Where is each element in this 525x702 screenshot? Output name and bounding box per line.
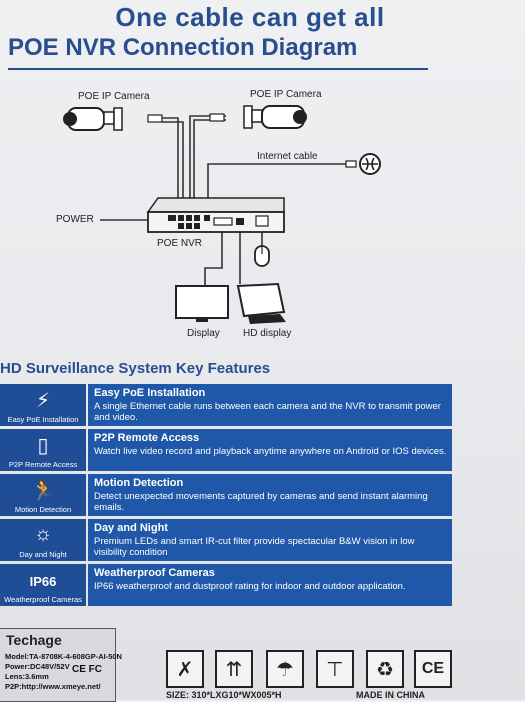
feature-caption: P2P Remote Access <box>8 460 78 469</box>
feature-description-box: Day and Night Premium LEDs and smart IR-… <box>88 519 452 561</box>
feature-description: IP66 weatherproof and dustproof rating f… <box>94 581 406 592</box>
right-camera-label: POE IP Camera <box>250 89 322 100</box>
left-camera-cable-2 <box>162 121 184 208</box>
internet-cable <box>207 163 352 212</box>
feature-description-box: Easy PoE Installation A single Ethernet … <box>88 384 452 426</box>
running-person-icon: 🏃 <box>30 480 56 502</box>
feature-row: IP66 Weatherproof Cameras Weatherproof C… <box>0 564 452 606</box>
power-label: POWER <box>56 214 94 225</box>
feature-icon-tile: ▯ P2P Remote Access <box>0 429 86 471</box>
feature-description-box: P2P Remote Access Watch live video recor… <box>88 429 452 471</box>
feature-description: Premium LEDs and smart IR-cut filter pro… <box>94 536 415 558</box>
recycle-icon: ♻ <box>366 650 404 688</box>
ce-mark-icon: CE <box>414 650 452 688</box>
left-camera-label: POE IP Camera <box>78 91 150 102</box>
ip66-umbrella-icon: IP66 <box>29 574 57 589</box>
feature-caption: Day and Night <box>19 550 67 559</box>
connection-diagram <box>63 105 381 324</box>
feature-heading: Day and Night <box>94 522 168 534</box>
feature-row: ▯ P2P Remote Access P2P Remote Access Wa… <box>0 429 452 471</box>
feature-description-box: Weatherproof Cameras IP66 weatherproof a… <box>88 564 452 606</box>
feature-heading: Easy PoE Installation <box>94 387 206 399</box>
nvr-device-icon <box>146 197 285 233</box>
internet-cable-label: Internet cable <box>257 151 318 162</box>
smartphone-icon: ▯ <box>37 435 49 457</box>
feature-caption: Easy PoE Installation <box>7 415 79 424</box>
headline: One cable can get all <box>115 2 385 32</box>
left-camera-cable <box>162 117 179 208</box>
feature-description: Watch live video record and playback any… <box>94 446 447 457</box>
feature-row: ⚡ Easy PoE Installation Easy PoE Install… <box>0 384 452 426</box>
brand-name: Techage <box>6 632 62 648</box>
feature-caption: Weatherproof Cameras <box>4 595 82 604</box>
feature-description-box: Motion Detection Detect unexpected movem… <box>88 474 452 516</box>
feature-description: Detect unexpected movements captured by … <box>94 491 428 513</box>
fragile-glass-icon: ✗ <box>166 650 204 688</box>
right-camera-icon <box>209 105 307 129</box>
feature-row: ☼ Day and Night Day and Night Premium LE… <box>0 519 452 561</box>
no-hooks-icon: ⊤ <box>316 650 354 688</box>
power-line: Power:DC48V/52V <box>5 662 70 671</box>
display-monitor-icon <box>175 285 229 322</box>
hd-display-label: HD display <box>243 328 292 339</box>
hd-display-icon <box>236 282 286 324</box>
feature-heading: P2P Remote Access <box>94 432 200 444</box>
p2p-line: P2P:http://www.xmeye.net/ <box>5 682 101 691</box>
feature-heading: Weatherproof Cameras <box>94 567 215 579</box>
made-in-text: MADE IN CHINA <box>356 690 425 700</box>
diagram-title: POE NVR Connection Diagram <box>8 34 358 61</box>
feature-icon-tile: IP66 Weatherproof Cameras <box>0 564 86 606</box>
left-camera-icon <box>63 107 163 131</box>
title-underline <box>8 68 428 70</box>
feature-description: A single Ethernet cable runs between eac… <box>94 401 441 423</box>
product-label-sticker: Techage Model:TA-8708K-4-608GP-AI-50N Po… <box>0 628 122 702</box>
feature-heading: Motion Detection <box>94 477 184 489</box>
features-title: HD Surveillance System Key Features <box>0 360 271 377</box>
certification-marks: CE FC <box>72 664 102 675</box>
sun-moon-icon: ☼ <box>33 523 53 545</box>
package-size-text: SIZE: 310*LXG10*WX005*H <box>166 690 282 700</box>
feature-row: 🏃 Motion Detection Motion Detection Dete… <box>0 474 452 516</box>
lightning-icon: ⚡ <box>35 390 51 412</box>
feature-caption: Motion Detection <box>14 505 72 514</box>
mouse-icon <box>254 245 270 267</box>
display-cable <box>204 228 223 286</box>
nvr-label: POE NVR <box>157 238 203 249</box>
display-label: Display <box>187 328 220 339</box>
feature-icon-tile: 🏃 Motion Detection <box>0 474 86 516</box>
keep-dry-umbrella-icon: ☂ <box>266 650 304 688</box>
internet-globe-icon <box>345 153 381 175</box>
model-line: Model:TA-8708K-4-608GP-AI-50N <box>5 652 122 661</box>
feature-icon-tile: ☼ Day and Night <box>0 519 86 561</box>
feature-icon-tile: ⚡ Easy PoE Installation <box>0 384 86 426</box>
this-way-up-icon: ⇈ <box>215 650 253 688</box>
lens-line: Lens:3.6mm <box>5 672 49 681</box>
